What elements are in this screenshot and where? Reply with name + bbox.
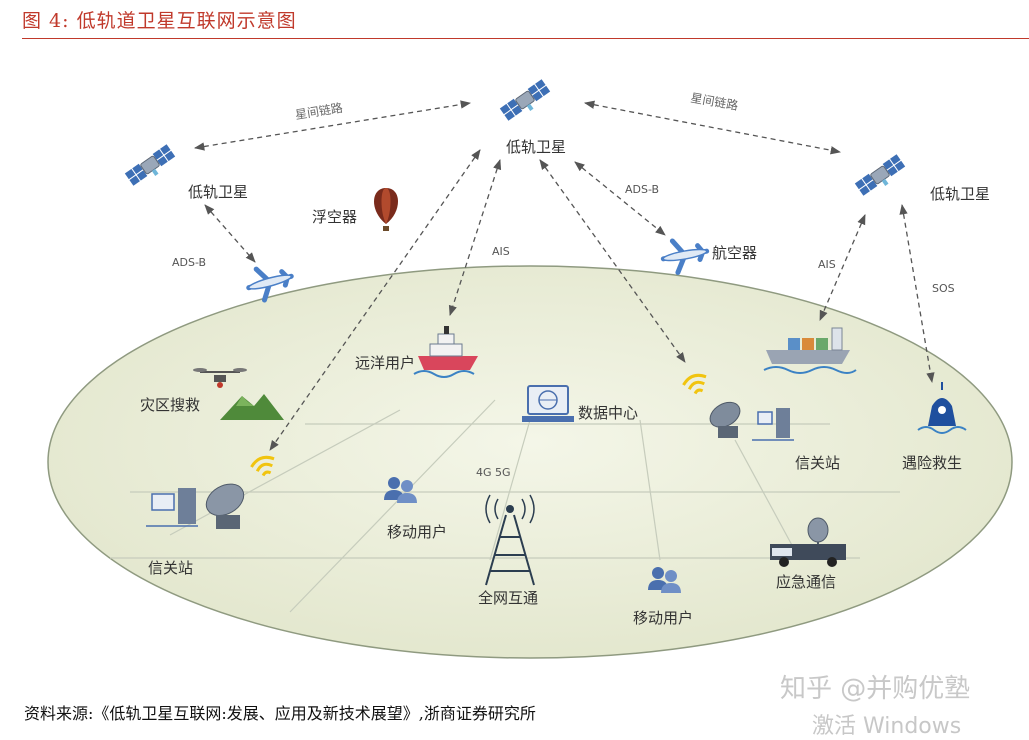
aircraft-label: 航空器 bbox=[712, 244, 757, 262]
band-label: 4G 5G bbox=[476, 466, 511, 479]
ship-icon bbox=[763, 327, 857, 374]
source-note: 资料来源:《低轨卫星互联网:发展、应用及新技术展望》,浙商证券研究所 bbox=[24, 704, 536, 723]
disaster-label: 灾区搜救 bbox=[140, 396, 200, 414]
sat-center-label: 低轨卫星 bbox=[506, 138, 566, 156]
airplane-icon bbox=[661, 235, 710, 274]
gateway-left-label: 信关站 bbox=[148, 559, 193, 577]
satellite-internet-diagram: 星间链路 星间链路 ADS-B ADS-B AIS AIS SOS 低轨卫星 低… bbox=[47, 78, 1013, 659]
gateway-right-label: 信关站 bbox=[795, 454, 840, 472]
emergency-label: 应急通信 bbox=[776, 573, 836, 591]
computer-icon bbox=[146, 488, 198, 527]
link-label-isl-left: 星间链路 bbox=[294, 100, 344, 122]
link-label-sos: SOS bbox=[932, 282, 955, 295]
drone-icon bbox=[193, 368, 247, 388]
satellite-icon bbox=[853, 153, 909, 201]
satellite-icon bbox=[123, 143, 179, 191]
dish-icon bbox=[709, 401, 741, 438]
link-label-ais-center: AIS bbox=[492, 245, 510, 258]
satellite-icon bbox=[498, 78, 554, 126]
title-rule bbox=[22, 38, 1029, 39]
figure-title: 图 4: 低轨道卫星互联网示意图 bbox=[22, 10, 297, 32]
tower-icon bbox=[485, 494, 535, 586]
link-label-isl-right: 星间链路 bbox=[690, 90, 740, 113]
ocean-users-label: 远洋用户 bbox=[355, 354, 415, 372]
balloon-icon bbox=[374, 188, 398, 231]
computer-icon bbox=[522, 385, 574, 422]
mountain-icon bbox=[220, 394, 284, 420]
links bbox=[193, 100, 935, 451]
mobile-user-2-label: 移动用户 bbox=[633, 609, 693, 627]
mobile-user-1-label: 移动用户 bbox=[387, 523, 447, 541]
truck-icon bbox=[770, 517, 846, 567]
sat-left-label: 低轨卫星 bbox=[188, 183, 248, 201]
ship-icon bbox=[413, 326, 478, 378]
sat-right-label: 低轨卫星 bbox=[930, 185, 990, 203]
link-label-ais-right: AIS bbox=[818, 258, 836, 271]
tower-label: 全网互通 bbox=[478, 589, 538, 607]
rescue-label: 遇险救生 bbox=[902, 454, 962, 472]
link-label-adsb-left: ADS-B bbox=[172, 256, 206, 269]
computer-icon bbox=[752, 408, 794, 441]
balloon-label: 浮空器 bbox=[312, 208, 357, 226]
buoy-icon bbox=[917, 382, 967, 434]
zhihu-watermark: 知乎 @并购优塾 bbox=[780, 674, 971, 704]
dish-icon bbox=[205, 483, 245, 529]
windows-watermark: 激活 Windows bbox=[812, 714, 962, 739]
data-center-label: 数据中心 bbox=[578, 404, 638, 422]
link-label-adsb-right: ADS-B bbox=[625, 183, 659, 196]
